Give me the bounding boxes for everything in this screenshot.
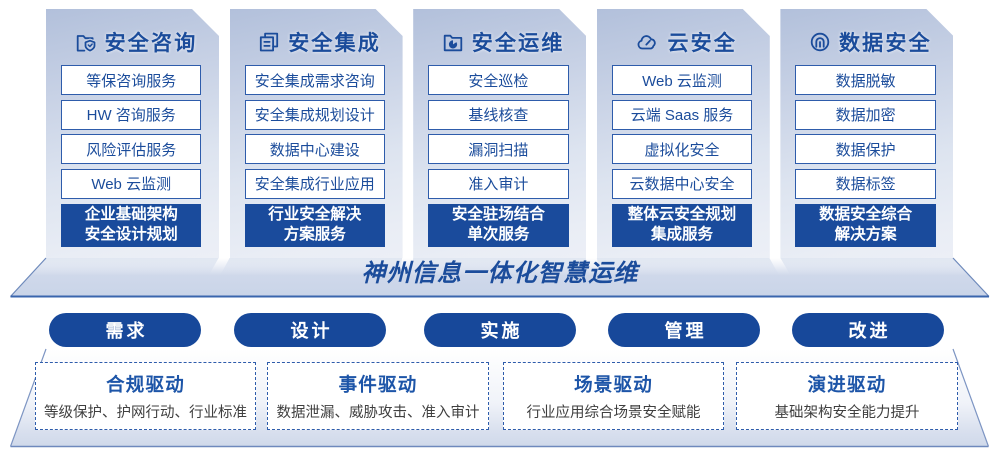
folder-shield-icon [75, 31, 97, 53]
driver-description: 基础架构安全能力提升 [774, 404, 920, 421]
platform-banner-title: 神州信息一体化智慧运维 [361, 260, 639, 287]
documents-icon [258, 31, 280, 53]
driver-title: 合规驱动 [106, 373, 185, 395]
card-items: 数据脱敏 数据加密 数据保护 数据标签 [795, 65, 935, 199]
card-items: Web 云监测 云端 Saas 服务 虚拟化安全 云数据中心安全 [612, 65, 752, 199]
card-title: 数据安全 [838, 32, 932, 55]
card-header: 安全咨询 [53, 26, 219, 58]
driver-box-compliance: 合规驱动 等级保护、护网行动、行业标准 [35, 362, 256, 430]
service-item: 安全巡检 [428, 65, 568, 95]
service-item: 虚拟化安全 [612, 134, 752, 164]
driver-description: 数据泄漏、威胁攻击、准入审计 [276, 404, 480, 421]
service-item: 数据中心建设 [245, 134, 385, 164]
service-item: 数据加密 [795, 100, 935, 130]
service-item: 准入审计 [428, 169, 568, 199]
cloud-icon [636, 31, 659, 53]
process-step-pill: 设计 [234, 313, 386, 347]
driver-title: 事件驱动 [338, 373, 418, 395]
card-cloud-security: 云安全 Web 云监测 云端 Saas 服务 虚拟化安全 云数据中心安全 整体云… [597, 9, 770, 258]
service-item: 基线核查 [428, 100, 568, 130]
process-step-pill: 实施 [424, 313, 576, 347]
service-item: HW 咨询服务 [61, 100, 201, 130]
card-footer: 安全驻场结合 单次服务 [428, 204, 568, 247]
service-item: 风险评估服务 [61, 134, 201, 164]
service-item: 数据脱敏 [795, 65, 935, 95]
service-item: 安全集成需求咨询 [245, 65, 385, 95]
card-title: 安全运维 [471, 32, 565, 55]
service-item: 安全集成行业应用 [245, 169, 385, 199]
card-footer: 整体云安全规划 集成服务 [612, 204, 752, 247]
card-footer: 行业安全解决 方案服务 [245, 204, 385, 247]
service-item: 漏洞扫描 [428, 134, 568, 164]
folder-pie-icon [442, 31, 464, 53]
card-title: 安全咨询 [104, 32, 198, 55]
driver-box-evolution: 演进驱动 基础架构安全能力提升 [736, 362, 958, 430]
card-items: 安全集成需求咨询 安全集成规划设计 数据中心建设 安全集成行业应用 [245, 65, 385, 199]
driver-title: 演进驱动 [807, 373, 887, 395]
card-data-security: 数据安全 数据脱敏 数据加密 数据保护 数据标签 数据安全综合 解决方案 [780, 9, 953, 258]
service-item: 等保咨询服务 [61, 65, 201, 95]
driver-title: 场景驱动 [574, 373, 653, 395]
card-reflection [208, 258, 403, 297]
card-header: 云安全 [604, 26, 770, 58]
process-step-pill: 改进 [792, 313, 944, 347]
card-reflection [10, 258, 219, 297]
card-header: 安全集成 [237, 26, 403, 58]
driver-description: 行业应用综合场景安全赋能 [526, 404, 701, 421]
service-item: 安全集成规划设计 [245, 100, 385, 130]
service-item: Web 云监测 [612, 65, 752, 95]
service-item: Web 云监测 [61, 169, 201, 199]
driver-box-incident: 事件驱动 数据泄漏、威胁攻击、准入审计 [267, 362, 489, 430]
driver-box-scenario: 场景驱动 行业应用综合场景安全赋能 [503, 362, 724, 430]
service-item: 云数据中心安全 [612, 169, 752, 199]
process-step-pill: 管理 [608, 313, 760, 347]
card-security-consulting: 安全咨询 等保咨询服务 HW 咨询服务 风险评估服务 Web 云监测 企业基础架… [46, 9, 219, 258]
card-title: 云安全 [667, 32, 738, 55]
card-header: 数据安全 [787, 26, 953, 58]
card-footer: 企业基础架构 安全设计规划 [61, 204, 201, 247]
card-items: 等保咨询服务 HW 咨询服务 风险评估服务 Web 云监测 [61, 65, 201, 199]
card-header: 安全运维 [420, 26, 586, 58]
service-item: 数据标签 [795, 169, 935, 199]
service-item: 数据保护 [795, 134, 935, 164]
card-footer: 数据安全综合 解决方案 [795, 204, 935, 247]
card-items: 安全巡检 基线核查 漏洞扫描 准入审计 [428, 65, 568, 199]
card-security-operations: 安全运维 安全巡检 基线核查 漏洞扫描 准入审计 安全驻场结合 单次服务 [413, 9, 586, 258]
card-reflection [406, 258, 593, 297]
process-step-pill: 需求 [49, 313, 201, 347]
service-item: 云端 Saas 服务 [612, 100, 752, 130]
card-reflection [596, 258, 791, 297]
card-reflection [780, 258, 989, 297]
fingerprint-icon [809, 31, 831, 53]
card-security-integration: 安全集成 安全集成需求咨询 安全集成规划设计 数据中心建设 安全集成行业应用 行… [230, 9, 403, 258]
driver-description: 等级保护、护网行动、行业标准 [44, 404, 247, 421]
card-title: 安全集成 [288, 32, 381, 55]
